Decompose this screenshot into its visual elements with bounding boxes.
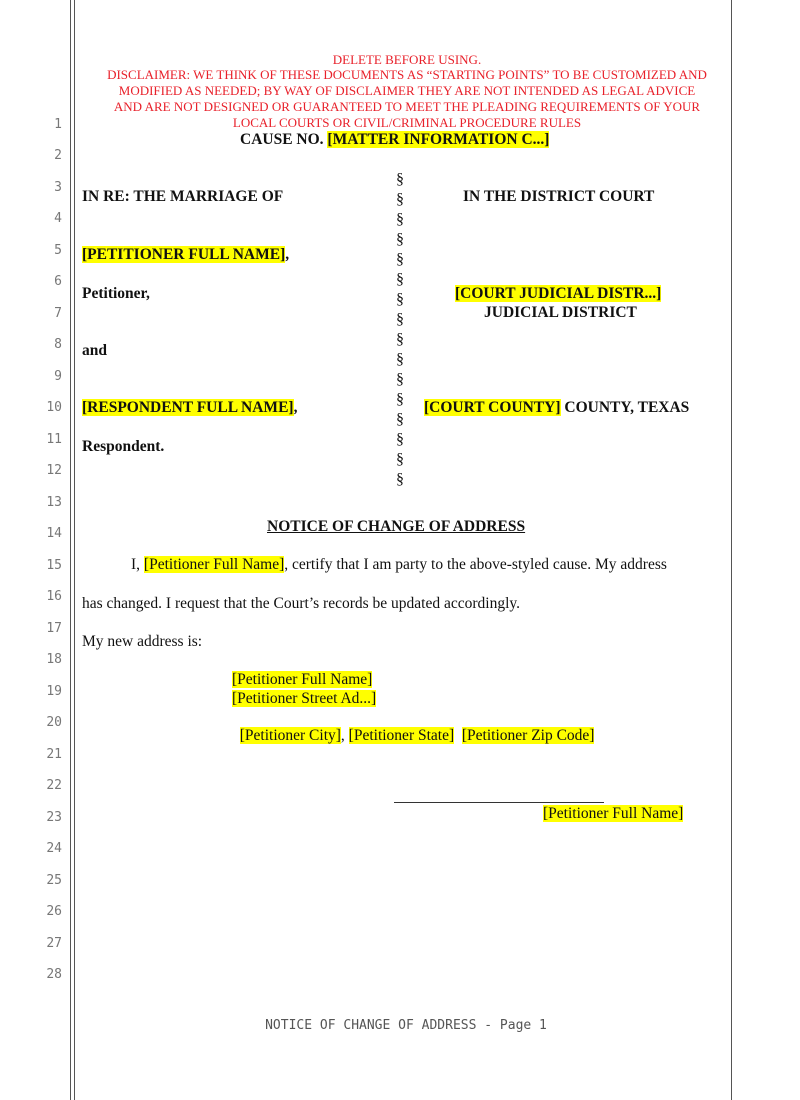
section-symbol: §	[396, 251, 404, 268]
judicial-district-label: JUDICIAL DISTRICT	[484, 304, 637, 321]
cause-number-field[interactable]: [MATTER INFORMATION C...]	[327, 131, 550, 148]
line-number: 9	[54, 369, 62, 384]
and-label: and	[82, 342, 107, 359]
right-margin-rule	[731, 0, 732, 1100]
address-city-line: [Petitioner City], [Petitioner State] [P…	[232, 709, 595, 745]
signature-name-line: [Petitioner Full Name]	[543, 805, 684, 823]
address-separator	[454, 727, 462, 744]
address-zip-field[interactable]: [Petitioner Zip Code]	[461, 727, 595, 744]
section-symbol: §	[396, 271, 404, 288]
paragraph-petitioner-field[interactable]: [Petitioner Full Name]	[143, 556, 285, 573]
line-number: 24	[46, 841, 62, 856]
court-title: IN THE DISTRICT COURT	[463, 188, 655, 205]
paragraph-suffix: , certify that I am party to the above-s…	[284, 556, 667, 573]
line-number: 8	[54, 337, 62, 352]
cause-label: CAUSE NO.	[240, 131, 328, 148]
line-number: 7	[54, 306, 62, 321]
line-number: 23	[46, 810, 62, 825]
notice-paragraph-line2: has changed. I request that the Court’s …	[82, 595, 521, 612]
paragraph-prefix: I,	[131, 556, 144, 573]
judicial-district-line: [COURT JUDICIAL DISTR...]	[455, 285, 662, 303]
petitioner-name-line: [PETITIONER FULL NAME],	[82, 246, 289, 264]
section-symbol: §	[396, 471, 404, 488]
line-number: 11	[46, 432, 62, 447]
line-number: 18	[46, 652, 62, 667]
section-symbol: §	[396, 411, 404, 428]
left-margin-rule-outer	[70, 0, 71, 1100]
judicial-district-field[interactable]: [COURT JUDICIAL DISTR...]	[455, 285, 662, 302]
respondent-name-line: [RESPONDENT FULL NAME],	[82, 399, 297, 417]
line-number: 25	[46, 873, 62, 888]
line-number: 3	[54, 180, 62, 195]
line-number: 13	[46, 495, 62, 510]
in-re-heading: IN RE: THE MARRIAGE OF	[82, 188, 284, 205]
line-number: 28	[46, 967, 62, 982]
line-number: 2	[54, 148, 62, 163]
line-number: 14	[46, 526, 62, 541]
respondent-label: Respondent.	[82, 438, 165, 455]
new-address-label: My new address is:	[82, 633, 203, 650]
line-number: 5	[54, 243, 62, 258]
section-symbol: §	[396, 351, 404, 368]
line-number: 19	[46, 684, 62, 699]
address-name-line: [Petitioner Full Name]	[232, 671, 373, 689]
disclaimer-line: LOCAL COURTS OR CIVIL/CRIMINAL PROCEDURE…	[232, 115, 582, 130]
section-symbol: §	[396, 191, 404, 208]
section-symbol: §	[396, 371, 404, 388]
section-symbol: §	[396, 451, 404, 468]
section-symbol: §	[396, 391, 404, 408]
disclaimer-line: MODIFIED AS NEEDED; BY WAY OF DISCLAIMER…	[118, 83, 696, 98]
line-number: 20	[46, 715, 62, 730]
address-city-field[interactable]: [Petitioner City]	[239, 727, 341, 744]
line-number: 12	[46, 463, 62, 478]
line-number: 4	[54, 211, 62, 226]
section-symbol: §	[396, 331, 404, 348]
address-street-line: [Petitioner Street Ad...]	[232, 690, 377, 708]
signature-line	[394, 802, 604, 803]
section-symbol: §	[396, 171, 404, 188]
address-street-field[interactable]: [Petitioner Street Ad...]	[232, 690, 377, 707]
cause-number: CAUSE NO. [MATTER INFORMATION C...]	[240, 131, 550, 149]
signature-name-field[interactable]: [Petitioner Full Name]	[543, 805, 684, 822]
petitioner-name-field[interactable]: [PETITIONER FULL NAME]	[82, 246, 286, 263]
address-separator: ,	[340, 727, 349, 744]
petitioner-comma: ,	[285, 246, 290, 263]
disclaimer-line: AND ARE NOT DESIGNED OR GUARANTEED TO ME…	[113, 99, 701, 114]
left-margin-rule-inner	[74, 0, 75, 1100]
line-number: 1	[54, 117, 62, 132]
section-symbol: §	[396, 311, 404, 328]
section-symbol-column: § § § § § § § § § § § § § § § §	[392, 170, 408, 490]
petitioner-label: Petitioner,	[82, 285, 150, 302]
line-number: 22	[46, 778, 62, 793]
disclaimer-line: DISCLAIMER: WE THINK OF THESE DOCUMENTS …	[107, 67, 707, 82]
notice-paragraph-line1: I, [Petitioner Full Name], certify that …	[131, 556, 667, 574]
line-number: 27	[46, 936, 62, 951]
line-number: 15	[46, 558, 62, 573]
county-field[interactable]: [COURT COUNTY]	[424, 399, 561, 416]
line-number: 16	[46, 589, 62, 604]
section-symbol: §	[396, 291, 404, 308]
section-symbol: §	[396, 211, 404, 228]
line-number: 17	[46, 621, 62, 636]
line-number: 26	[46, 904, 62, 919]
section-symbol: §	[396, 231, 404, 248]
county-line: [COURT COUNTY] COUNTY, TEXAS	[424, 399, 689, 417]
disclaimer-line: DELETE BEFORE USING.	[332, 52, 482, 67]
line-number: 21	[46, 747, 62, 762]
line-number: 6	[54, 274, 62, 289]
respondent-name-field[interactable]: [RESPONDENT FULL NAME]	[82, 399, 294, 416]
address-name-field[interactable]: [Petitioner Full Name]	[232, 671, 373, 688]
line-number: 10	[46, 400, 62, 415]
county-label: COUNTY, TEXAS	[560, 399, 690, 416]
notice-title: NOTICE OF CHANGE OF ADDRESS	[267, 518, 526, 535]
section-symbol: §	[396, 431, 404, 448]
respondent-comma: ,	[293, 399, 298, 416]
address-state-field[interactable]: [Petitioner State]	[348, 727, 455, 744]
page-footer: NOTICE OF CHANGE OF ADDRESS - Page 1	[265, 1018, 547, 1033]
